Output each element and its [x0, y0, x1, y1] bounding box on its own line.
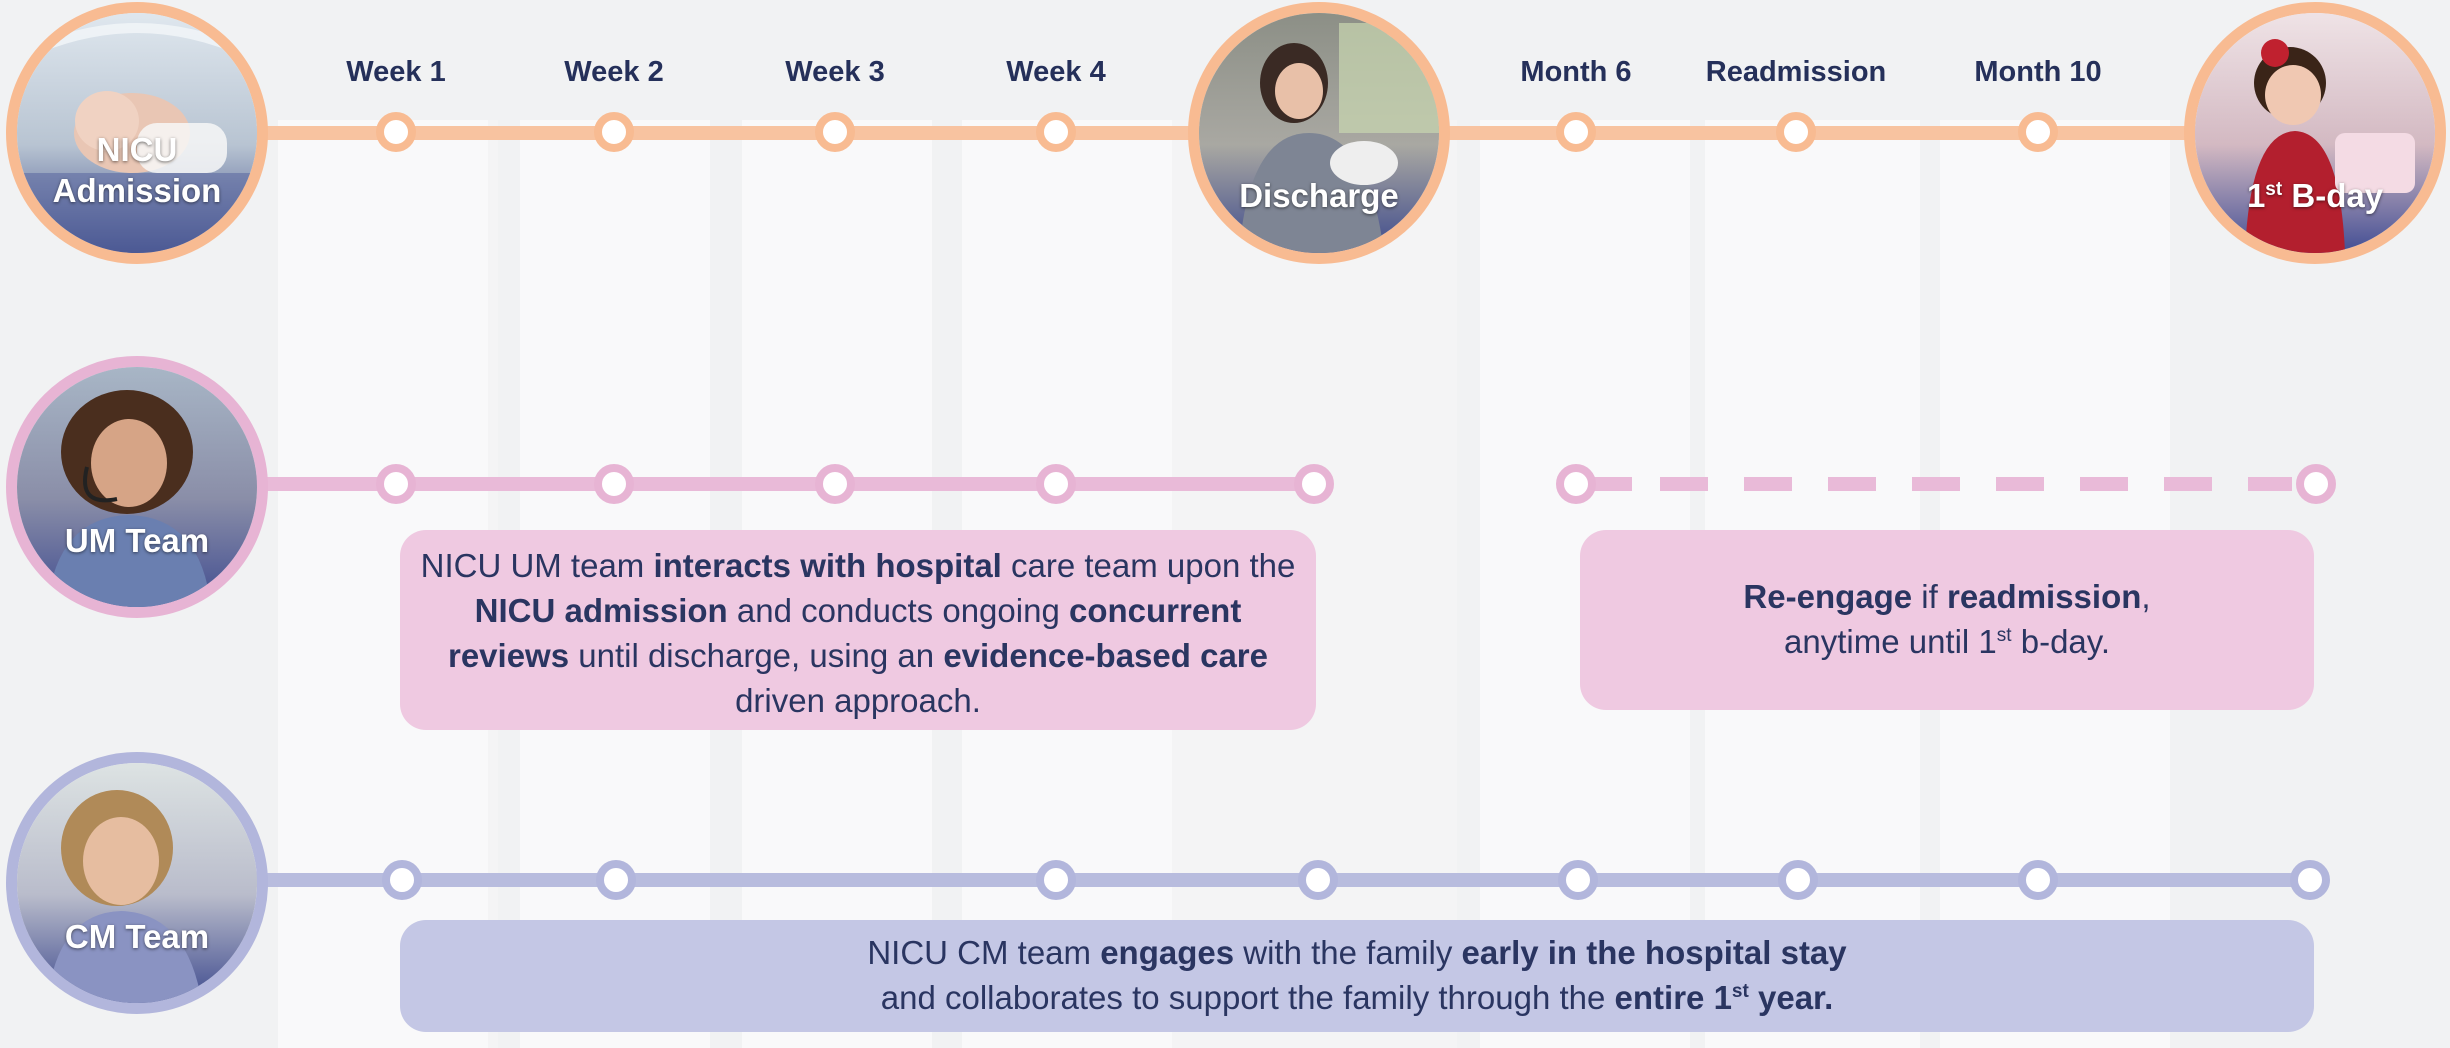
um-text: driven approach. — [735, 682, 981, 719]
um-readmission-description: Re-engage if readmission, anytime until … — [1580, 530, 2314, 710]
um-node-birthday — [2296, 464, 2336, 504]
um-team-avatar: UM Team — [6, 356, 268, 618]
discharge-label: Discharge — [1239, 177, 1399, 214]
discharge-stop: Discharge — [1188, 2, 1450, 264]
cm-node — [2290, 860, 2330, 900]
um-node-month-6 — [1556, 464, 1596, 504]
timeline-node-readmission — [1776, 112, 1816, 152]
first-birthday-stop: 1st B-day — [2184, 2, 2446, 264]
first-birthday-label-suffix: st — [2265, 179, 2283, 200]
first-birthday-label: 1st B-day — [2195, 175, 2435, 216]
um-dash — [1912, 477, 1960, 491]
cm-text: and collaborates to support the family t… — [880, 979, 1615, 1016]
um-admission-description: NICU UM team interacts with hospital car… — [400, 530, 1316, 730]
toddler-birthday-icon — [2195, 13, 2435, 253]
milestone-label-month-10: Month 10 — [1974, 56, 2102, 88]
cm-description: NICU CM team engages with the family ear… — [400, 920, 2314, 1032]
um-text: anytime until 1 — [1784, 623, 1997, 660]
um-dash — [2248, 477, 2292, 491]
cm-node — [1778, 860, 1818, 900]
cm-description-line2: and collaborates to support the family t… — [420, 975, 2294, 1020]
cm-node — [1558, 860, 1598, 900]
cm-node — [596, 860, 636, 900]
um-text: if — [1912, 578, 1947, 615]
um-node-discharge — [1294, 464, 1334, 504]
milestone-label-week-4: Week 4 — [1006, 56, 1106, 88]
mother-with-baby-icon — [1199, 13, 1439, 253]
cm-team-avatar: CM Team — [6, 752, 268, 1014]
um-text: NICU UM team — [420, 547, 654, 584]
timeline-node-week-4 — [1036, 112, 1076, 152]
nicu-admission-label-line2: Admission — [52, 172, 222, 209]
um-dash — [1594, 477, 1632, 491]
cm-node — [1298, 860, 1338, 900]
um-readmission-line1: Re-engage if readmission, — [1600, 574, 2294, 619]
timeline-node-week-3 — [815, 112, 855, 152]
cm-text: with the family — [1234, 934, 1462, 971]
timeline-node-week-1 — [376, 112, 416, 152]
milestone-label-month-6: Month 6 — [1520, 56, 1632, 88]
um-readmission-line2: anytime until 1st b-day. — [1600, 619, 2294, 664]
um-text: until discharge, using an — [569, 637, 944, 674]
nicu-admission-label-line1: NICU — [96, 131, 178, 168]
um-text: , — [2141, 578, 2151, 615]
milestone-label-week-2: Week 2 — [564, 56, 664, 88]
um-node — [815, 464, 855, 504]
um-text-bold: evidence-based care — [943, 637, 1268, 674]
cm-node — [2018, 860, 2058, 900]
timeline-node-month-10 — [2018, 112, 2058, 152]
cm-team-smiling-icon — [17, 763, 257, 1003]
um-node — [1036, 464, 1076, 504]
um-team-headset-icon — [17, 367, 257, 607]
cm-team-label: CM Team — [64, 918, 210, 955]
milestone-label-week-3: Week 3 — [785, 56, 885, 88]
um-text-bold: NICU admission — [474, 592, 728, 629]
milestone-label-readmission: Readmission — [1705, 56, 1887, 88]
first-birthday-label-text: B-day — [2282, 177, 2384, 214]
um-text-bold: interacts with hospital — [653, 547, 1002, 584]
um-text: care team upon the — [1001, 547, 1296, 584]
first-birthday-label-number: 1 — [2246, 177, 2266, 214]
um-dash — [1828, 477, 1876, 491]
timeline-node-week-2 — [594, 112, 634, 152]
newborn-incubator-icon — [17, 13, 257, 253]
cm-text: NICU CM team — [867, 934, 1101, 971]
nicu-admission-label: NICU Admission — [17, 129, 257, 211]
cm-text-bold: engages — [1100, 934, 1235, 971]
milestone-label-week-1: Week 1 — [346, 56, 446, 88]
cm-description-line1: NICU CM team engages with the family ear… — [420, 930, 2294, 975]
um-text-bold: concurrent reviews — [447, 592, 1242, 674]
um-dash — [1996, 477, 2044, 491]
cm-text-sup: st — [1731, 981, 1749, 1002]
um-dash — [2080, 477, 2128, 491]
um-text-bold: Re-engage — [1743, 578, 1913, 615]
um-dash — [1660, 477, 1708, 491]
timeline-node-month-6 — [1556, 112, 1596, 152]
cm-team-line — [250, 873, 2320, 887]
um-text: and conducts ongoing — [727, 592, 1069, 629]
um-dash — [2164, 477, 2212, 491]
cm-text-bold: year. — [1748, 979, 1834, 1016]
cm-node — [382, 860, 422, 900]
um-team-label: UM Team — [64, 522, 210, 559]
nicu-admission-stop: NICU Admission — [6, 2, 268, 264]
um-node — [594, 464, 634, 504]
cm-node — [1036, 860, 1076, 900]
cm-text-bold: entire 1 — [1614, 979, 1732, 1016]
um-text-bold: readmission — [1946, 578, 2142, 615]
um-text: b-day. — [2011, 623, 2110, 660]
um-dash — [1744, 477, 1792, 491]
um-text-sup: st — [1996, 625, 2012, 646]
um-node — [376, 464, 416, 504]
cm-text-bold: early in the hospital stay — [1461, 934, 1847, 971]
